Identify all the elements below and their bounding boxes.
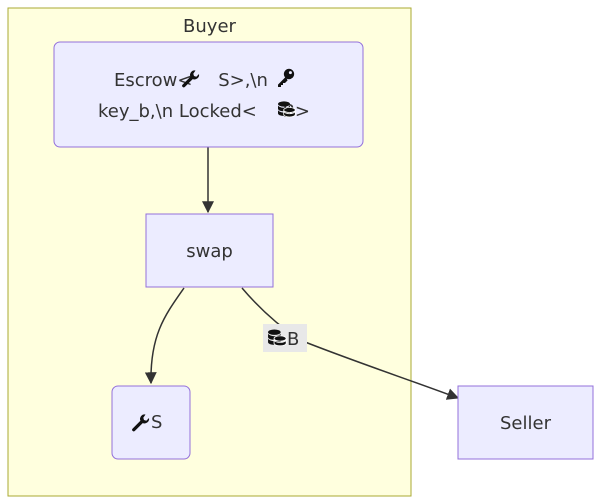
edge-swap-to-seller bbox=[241, 287, 460, 400]
cluster-title: Buyer bbox=[183, 16, 236, 37]
node-seller-box[interactable] bbox=[457, 385, 594, 460]
node-escrow[interactable]: Escrow< S>,\n key_b,\n Locked< B> bbox=[53, 41, 364, 148]
escrow-line1-middle: S>,\n bbox=[212, 70, 267, 91]
node-swap-label: swap bbox=[186, 241, 233, 262]
node-swap-box[interactable] bbox=[145, 213, 274, 288]
node-s-box[interactable] bbox=[111, 385, 191, 460]
edges bbox=[144, 147, 460, 400]
node-s-label: S bbox=[151, 412, 162, 433]
escrow-line2-start: key_b,\n Locked< bbox=[98, 101, 257, 122]
edge-label-text: B bbox=[287, 329, 299, 350]
node-swap[interactable]: swap bbox=[145, 213, 274, 288]
edge-swap-to-s bbox=[144, 287, 185, 385]
node-seller[interactable]: Seller bbox=[457, 385, 594, 460]
escrow-line1-text: Escrow< S>,\n bbox=[114, 70, 268, 91]
node-seller-label: Seller bbox=[500, 413, 552, 434]
escrow-line1-start: Escrow< bbox=[114, 70, 192, 91]
edge-label-coins-b: B bbox=[263, 324, 307, 352]
node-s[interactable]: S bbox=[111, 385, 191, 460]
node-escrow-box[interactable] bbox=[53, 41, 364, 148]
